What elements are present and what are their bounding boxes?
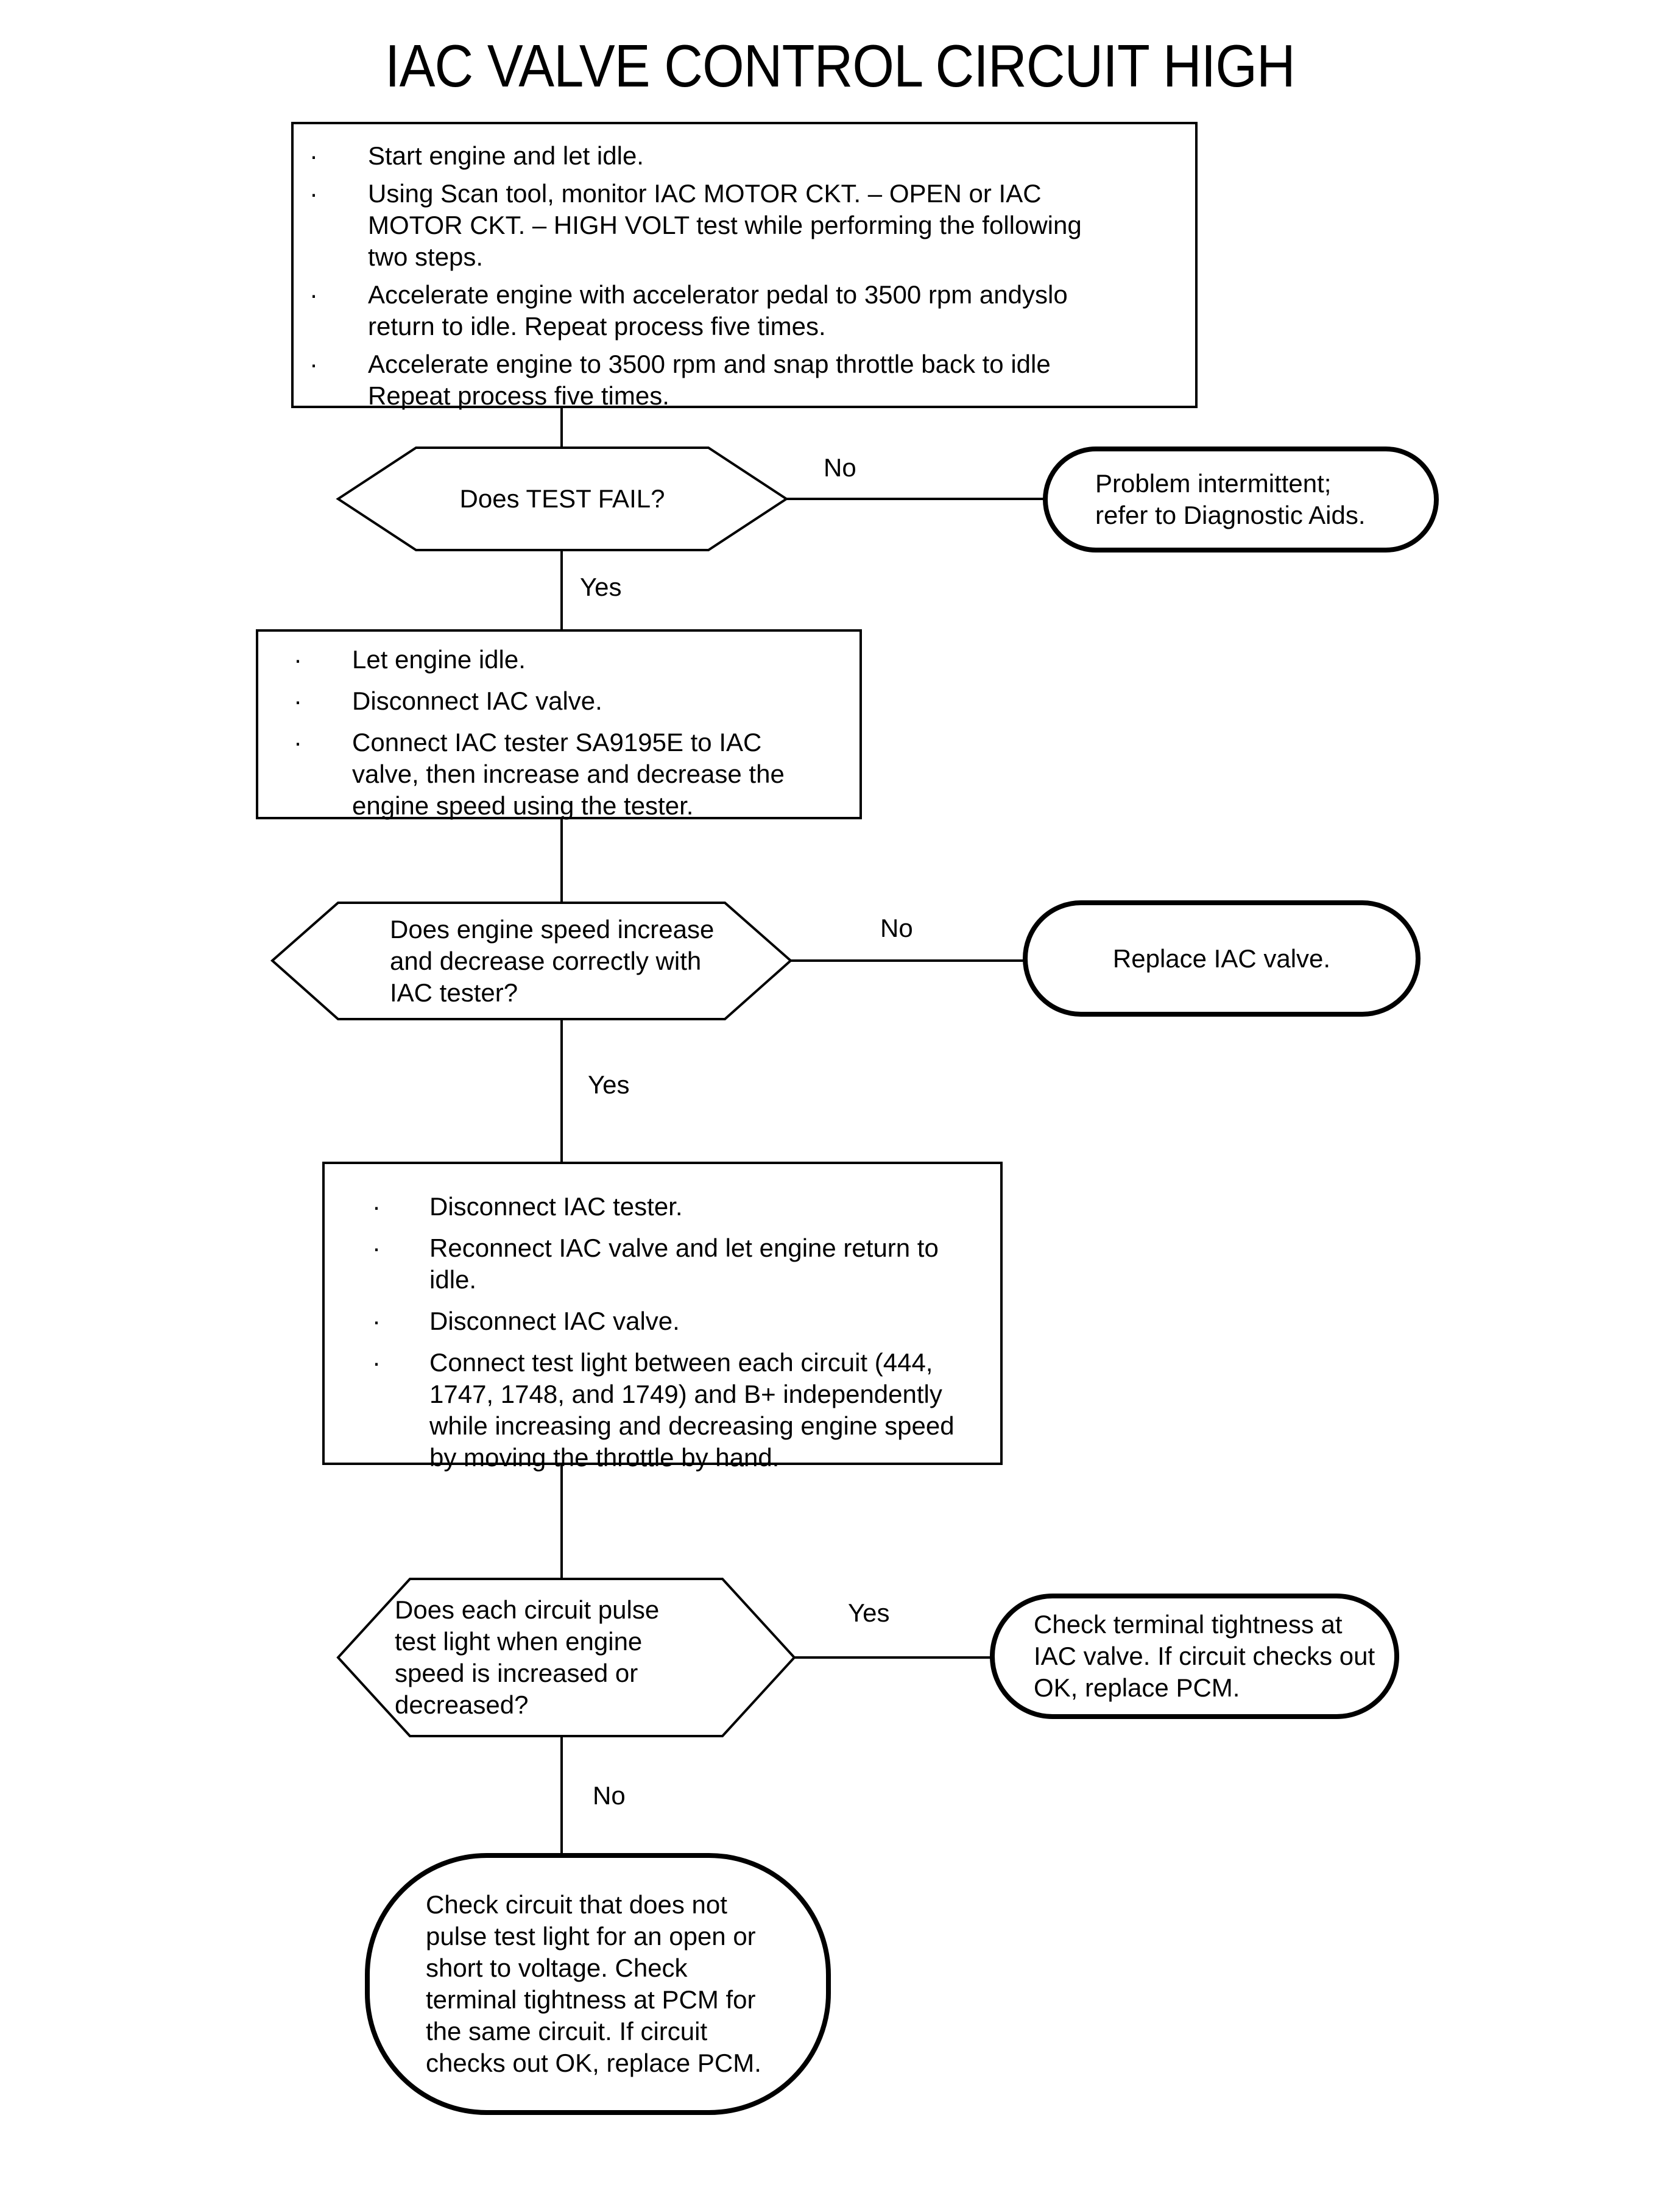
terminal-problem-intermittent: Problem intermittent; refer to Diagnosti… bbox=[1043, 447, 1439, 552]
page-title-wrap: IAC VALVE CONTROL CIRCUIT HIGH bbox=[0, 32, 1680, 101]
bullet-item: · Connect test light between each circui… bbox=[372, 1347, 988, 1474]
bullet-text: Disconnect IAC valve. bbox=[429, 1307, 680, 1335]
bullet-dot: · bbox=[372, 1192, 381, 1221]
branch-label-no: No bbox=[880, 914, 913, 942]
decision-engine-speed-response: Does engine speed increase and decrease … bbox=[270, 902, 793, 1020]
connector-no-branch-2 bbox=[789, 959, 1025, 962]
bullet-text: Accelerate engine to 3500 rpm and snap t… bbox=[368, 350, 1051, 410]
branch-label-no: No bbox=[593, 1781, 626, 1810]
bullet-text: Connect test light between each circuit … bbox=[429, 1348, 955, 1472]
bullet-text: Disconnect IAC tester. bbox=[429, 1192, 683, 1221]
decision-question: Does each circuit pulse test light when … bbox=[395, 1595, 660, 1719]
bullet-text: Connect IAC tester SA9195E to IAC valve,… bbox=[352, 728, 785, 820]
connector-vertical-3 bbox=[560, 819, 563, 903]
bullet-text: Using Scan tool, monitor IAC MOTOR CKT. … bbox=[368, 179, 1082, 271]
bullet-dot: · bbox=[309, 350, 318, 378]
hexagon-shape bbox=[270, 902, 793, 1020]
bullet-text: Start engine and let idle. bbox=[368, 141, 644, 170]
process-box-iac-tester-setup: · Let engine idle. · Disconnect IAC valv… bbox=[256, 629, 862, 822]
bullet-item: · Using Scan tool, monitor IAC MOTOR CKT… bbox=[309, 178, 1183, 273]
branch-label-no: No bbox=[824, 453, 856, 482]
decision-circuit-pulse: Does each circuit pulse test light when … bbox=[336, 1578, 796, 1737]
bullet-item: · Reconnect IAC valve and let engine ret… bbox=[372, 1232, 988, 1296]
connector-vertical-1 bbox=[560, 408, 563, 454]
terminal-text: Replace IAC valve. bbox=[1112, 944, 1331, 973]
bullet-dot: · bbox=[372, 1348, 381, 1377]
connector-no-branch-1 bbox=[785, 498, 1045, 500]
bullet-dot: · bbox=[294, 728, 302, 757]
terminal-check-iac-terminals: Check terminal tightness at IAC valve. I… bbox=[990, 1594, 1399, 1719]
hexagon-shape bbox=[336, 1578, 796, 1737]
branch-label-yes: Yes bbox=[588, 1070, 630, 1099]
bullet-item: · Start engine and let idle. bbox=[309, 140, 1183, 172]
bullet-text: Accelerate engine with accelerator pedal… bbox=[368, 280, 1068, 341]
process-box-initial-test: · Start engine and let idle. · Using Sca… bbox=[291, 122, 1198, 410]
decision-question: Does TEST FAIL? bbox=[459, 484, 665, 513]
bullet-item: · Disconnect IAC valve. bbox=[372, 1305, 988, 1337]
bullet-item: · Connect IAC tester SA9195E to IAC valv… bbox=[294, 727, 847, 822]
page-title: IAC VALVE CONTROL CIRCUIT HIGH bbox=[385, 32, 1296, 99]
branch-label-yes: Yes bbox=[848, 1598, 890, 1627]
bullet-dot: · bbox=[294, 687, 302, 715]
decision-does-test-fail: Does TEST FAIL? bbox=[336, 447, 789, 551]
bullet-dot: · bbox=[372, 1234, 381, 1262]
hexagon-shape bbox=[336, 447, 789, 551]
branch-label-yes: Yes bbox=[580, 573, 622, 601]
bullet-dot: · bbox=[309, 280, 318, 309]
terminal-text: Problem intermittent; refer to Diagnosti… bbox=[1095, 469, 1366, 529]
bullet-dot: · bbox=[309, 141, 318, 170]
bullet-item: · Accelerate engine with accelerator ped… bbox=[309, 279, 1183, 342]
connector-vertical-5 bbox=[560, 1464, 563, 1579]
terminal-text: Check terminal tightness at IAC valve. I… bbox=[1034, 1610, 1375, 1702]
bullet-dot: · bbox=[309, 179, 318, 208]
process-box-test-light-setup: · Disconnect IAC tester. · Reconnect IAC… bbox=[322, 1162, 1003, 1472]
connector-yes-branch-3 bbox=[793, 1656, 992, 1659]
connector-vertical-4 bbox=[560, 1019, 563, 1162]
terminal-text: Check circuit that does not pulse test l… bbox=[426, 1890, 761, 2077]
bullet-item: · Accelerate engine to 3500 rpm and snap… bbox=[309, 348, 1183, 412]
decision-question: Does engine speed increase and decrease … bbox=[390, 914, 715, 1007]
bullet-dot: · bbox=[294, 645, 302, 674]
terminal-replace-iac-valve: Replace IAC valve. bbox=[1023, 900, 1421, 1017]
bullet-text: Disconnect IAC valve. bbox=[352, 687, 602, 715]
bullet-item: · Let engine idle. bbox=[294, 644, 847, 676]
bullet-item: · Disconnect IAC tester. bbox=[372, 1191, 988, 1223]
connector-vertical-2 bbox=[560, 550, 563, 630]
connector-vertical-6 bbox=[560, 1736, 563, 1855]
bullet-dot: · bbox=[372, 1307, 381, 1335]
bullet-text: Reconnect IAC valve and let engine retur… bbox=[429, 1234, 939, 1294]
bullet-text: Let engine idle. bbox=[352, 645, 526, 674]
bullet-item: · Disconnect IAC valve. bbox=[294, 685, 847, 717]
terminal-check-circuit-open-short: Check circuit that does not pulse test l… bbox=[365, 1853, 831, 2115]
